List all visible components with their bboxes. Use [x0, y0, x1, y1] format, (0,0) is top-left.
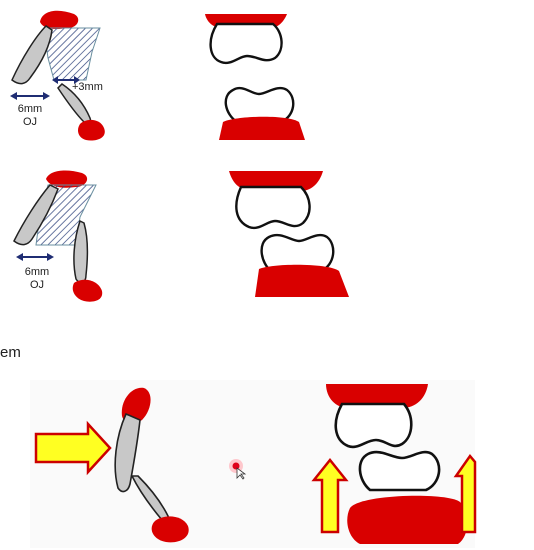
- lower-gum: [151, 516, 189, 543]
- upper-gum: [46, 170, 88, 188]
- lower-gum: [255, 264, 349, 297]
- vertical-force-arrow-right: [453, 453, 477, 534]
- slide-area: [30, 380, 477, 548]
- increase-label: +3mm: [72, 81, 103, 93]
- lower-molar: [358, 450, 441, 492]
- molar-svg-1: [205, 14, 305, 140]
- molar-diagram-1: [195, 10, 315, 145]
- vertical-force-arrow-left: [311, 457, 349, 534]
- lower-gum: [78, 119, 105, 141]
- overjet-value-label: 6mm: [24, 266, 50, 278]
- lower-gum: [219, 116, 305, 140]
- incisor-diagram-svg: [10, 10, 105, 141]
- upper-incisor: [114, 412, 141, 493]
- cursor-pointer-icon: [228, 458, 248, 480]
- overjet-hatched-area: [43, 27, 101, 81]
- cropped-text-fragment: em: [0, 344, 21, 361]
- upper-molar: [209, 22, 283, 65]
- horizontal-force-arrow: [34, 420, 112, 476]
- incisor-overjet-diagram-2: 6mm OJ: [0, 165, 120, 310]
- upper-incisor: [13, 184, 59, 246]
- lower-incisor: [130, 475, 170, 523]
- lower-gum: [347, 495, 468, 544]
- overjet-abbr-label: OJ: [22, 116, 38, 128]
- incisor-overjet-diagram-1: +3mm 6mm OJ: [0, 0, 120, 145]
- incisor-diagram-svg-2: [13, 170, 103, 302]
- upper-molar: [334, 402, 413, 449]
- lower-molar: [224, 86, 295, 124]
- lower-gum: [72, 279, 103, 302]
- lower-molar: [260, 233, 335, 273]
- molar-diagram-2: [225, 165, 355, 305]
- upper-gum: [40, 10, 79, 30]
- bottom-slide-svg: [34, 384, 477, 544]
- upper-molar: [235, 185, 311, 230]
- upper-gum: [326, 384, 428, 408]
- upper-incisor: [11, 25, 53, 85]
- overjet-value-label: 6mm: [17, 103, 43, 115]
- overjet-abbr-label: OJ: [29, 279, 45, 291]
- molar-svg-2: [229, 171, 349, 297]
